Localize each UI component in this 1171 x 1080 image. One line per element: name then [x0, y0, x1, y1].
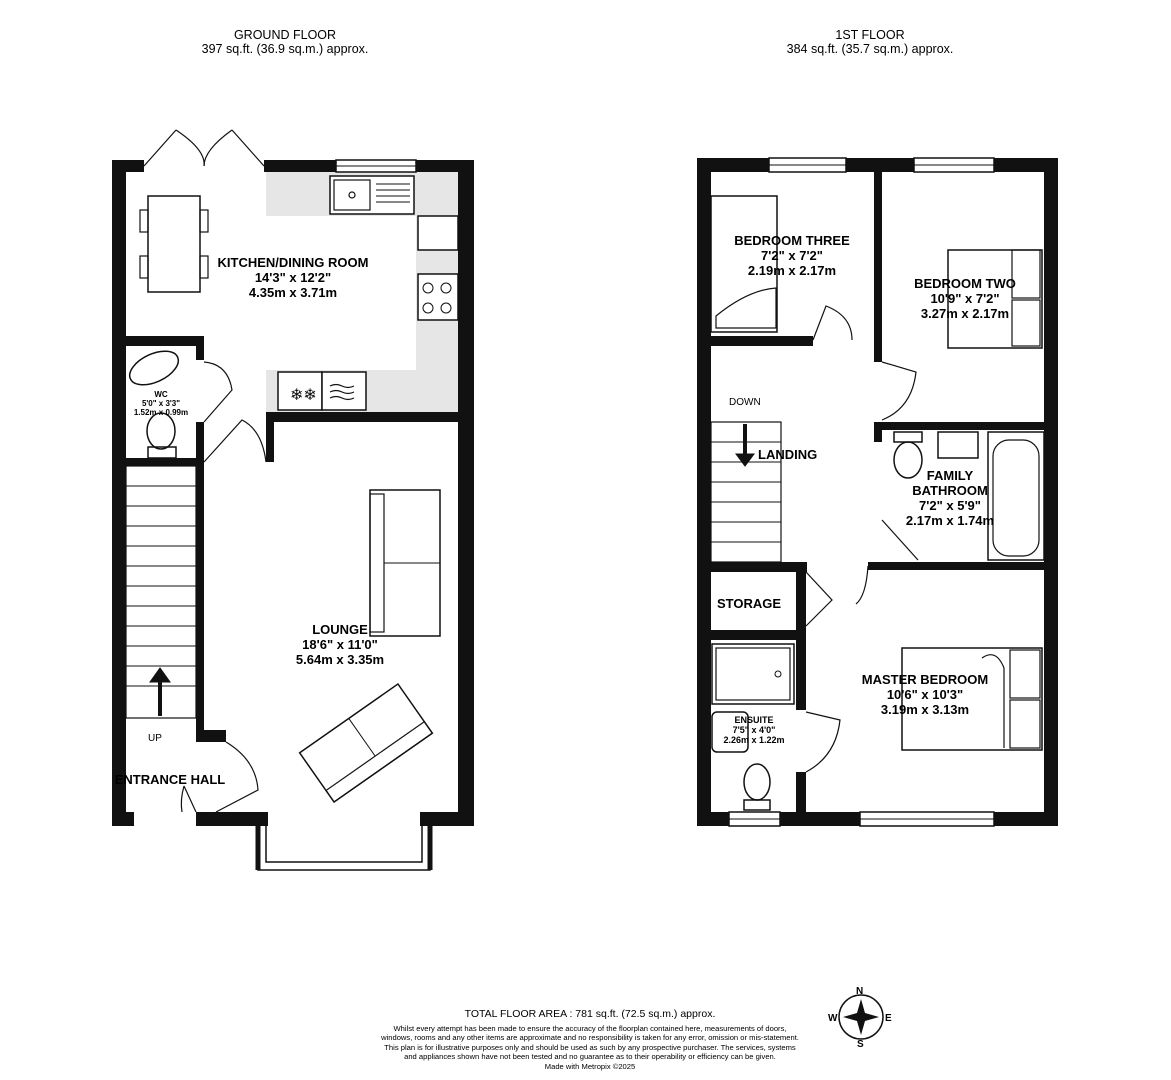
ground-floor-title: GROUND FLOOR: [233, 28, 337, 42]
compass-north: N: [856, 986, 864, 997]
compass-east: E: [885, 1013, 892, 1024]
room-family-bathroom: FAMILY BATHROOM 7'2" x 5'9" 2.17m x 1.74…: [905, 468, 995, 528]
room-bedroom-three: BEDROOM THREE 7'2" x 7'2" 2.19m x 2.17m: [734, 233, 850, 278]
footer: TOTAL FLOOR AREA : 781 sq.ft. (72.5 sq.m…: [380, 1008, 800, 1071]
stairs-up-label: UP: [148, 733, 162, 744]
ground-floor-area: 397 sq.ft. (36.9 sq.m.) approx.: [201, 42, 369, 56]
room-wc: WC 5'0" x 3'3" 1.52m x 0.99m: [133, 390, 189, 417]
total-floor-area: TOTAL FLOOR AREA : 781 sq.ft. (72.5 sq.m…: [464, 1008, 716, 1020]
compass-west: W: [828, 1013, 838, 1024]
svg-text:❄❄: ❄❄: [290, 387, 317, 404]
first-floor-header: 1ST FLOOR 384 sq.ft. (35.7 sq.m.) approx…: [755, 28, 985, 56]
room-landing: LANDING: [758, 447, 818, 462]
ground-floor-plan: ❄❄: [112, 129, 474, 871]
first-floor-plan: [697, 157, 1058, 827]
room-storage: STORAGE: [717, 596, 782, 611]
first-floor-title: 1ST FLOOR: [835, 28, 905, 42]
ground-floor-header: GROUND FLOOR 397 sq.ft. (36.9 sq.m.) app…: [170, 28, 400, 56]
room-lounge: LOUNGE 18'6" x 11'0" 5.64m x 3.35m: [295, 622, 385, 667]
credit: Made with Metropix ©2025: [544, 1061, 636, 1071]
room-kitchen-dining: KITCHEN/DINING ROOM 14'3" x 12'2" 4.35m …: [217, 255, 369, 300]
room-entrance-hall: ENTRANCE HALL: [114, 772, 226, 787]
disclaimer: Whilst every attempt has been made to en…: [381, 1024, 799, 1062]
compass-icon: [838, 994, 884, 1040]
stairs-down-label: DOWN: [729, 397, 761, 408]
room-ensuite: ENSUITE 7'5" x 4'0" 2.26m x 1.22m: [723, 715, 785, 745]
room-bedroom-two: BEDROOM TWO 10'9" x 7'2" 3.27m x 2.17m: [914, 276, 1016, 321]
first-floor-area: 384 sq.ft. (35.7 sq.m.) approx.: [786, 42, 954, 56]
room-master-bedroom: MASTER BEDROOM 10'6" x 10'3" 3.19m x 3.1…: [861, 672, 989, 717]
compass-south: S: [857, 1039, 864, 1050]
